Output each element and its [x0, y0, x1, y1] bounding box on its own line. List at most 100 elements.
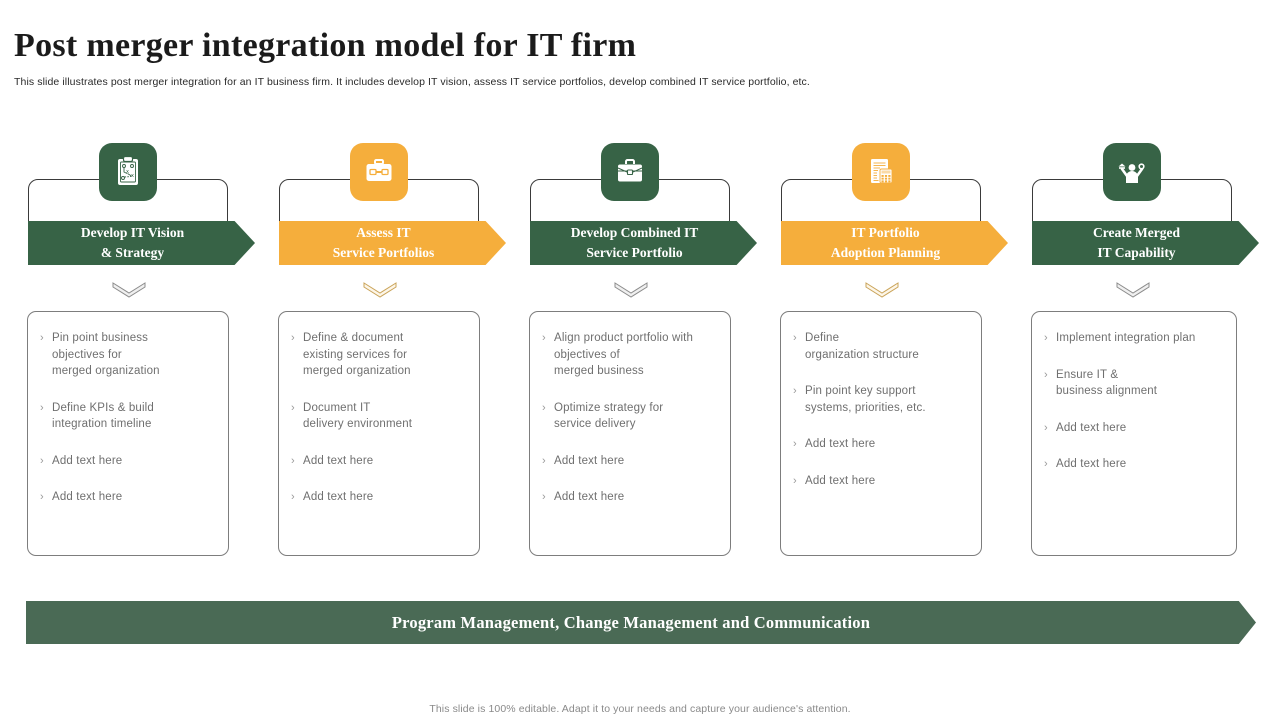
clipboard-strategy-icon: x x	[99, 143, 157, 201]
column-header-line2: & Strategy	[100, 245, 165, 260]
bullet-marker: ›	[40, 491, 44, 503]
list-item: › Define & document existing services fo…	[289, 330, 469, 380]
bullet-text: Add text here	[1056, 421, 1127, 434]
bullet-marker: ›	[40, 454, 44, 467]
bullet-marker: ›	[1044, 332, 1048, 344]
bullet-card: › Define organization structure › Pin po…	[780, 311, 982, 556]
bullet-card: › Define & document existing services fo…	[278, 311, 480, 556]
column-header-banner[interactable]: Create Merged IT Capability	[1032, 221, 1259, 265]
list-item: › Add text here	[1042, 456, 1226, 473]
bullet-text: Add text here	[303, 454, 374, 467]
chevron-down-icon	[361, 280, 399, 300]
bullet-marker: ›	[793, 438, 797, 450]
list-item: › Pin point business objectives for merg…	[38, 330, 218, 380]
bullet-marker: ›	[793, 474, 797, 487]
chevron-down-icon	[1114, 280, 1152, 300]
list-item: › Ensure IT & business alignment	[1042, 367, 1226, 400]
bullet-marker: ›	[40, 401, 44, 414]
person-achievement-icon	[1103, 143, 1161, 201]
list-item: › Pin point key support systems, priorit…	[791, 383, 971, 416]
bullet-text: Define KPIs & build integration timeline	[52, 401, 154, 431]
bullet-card: › Align product portfolio with objective…	[529, 311, 731, 556]
toolbox-icon	[350, 143, 408, 201]
bullet-text: Define & document existing services for …	[303, 332, 411, 377]
bullet-text: Implement integration plan	[1056, 332, 1196, 344]
process-columns: x x Develop IT Vision & Strategy › Pin p…	[0, 143, 1280, 568]
bullet-marker: ›	[542, 454, 546, 467]
bullet-text: Ensure IT & business alignment	[1056, 368, 1158, 398]
bullet-text: Pin point business objectives for merged…	[52, 332, 160, 377]
column-header-banner[interactable]: Develop IT Vision & Strategy	[28, 221, 255, 265]
bullet-text: Align product portfolio with objectives …	[554, 332, 694, 377]
bottom-banner[interactable]: Program Management, Change Management an…	[26, 601, 1256, 644]
page-subtitle: This slide illustrates post merger integ…	[14, 76, 810, 88]
process-column-1: x x Develop IT Vision & Strategy › Pin p…	[16, 143, 267, 568]
bullet-text: Pin point key support systems, prioritie…	[805, 385, 926, 414]
footer-note: This slide is 100% editable. Adapt it to…	[429, 703, 851, 715]
column-header-banner[interactable]: IT Portfolio Adoption Planning	[781, 221, 1008, 265]
list-item: › Align product portfolio with objective…	[540, 330, 720, 380]
process-column-2: Assess IT Service Portfolios › Define & …	[267, 143, 518, 568]
svg-text:x: x	[131, 173, 134, 179]
bullet-marker: ›	[793, 385, 797, 397]
list-item: › Add text here	[289, 453, 469, 470]
bullet-text: Optimize strategy for service delivery	[554, 401, 664, 431]
list-item: › Add text here	[791, 436, 971, 453]
process-column-3: Develop Combined IT Service Portfolio › …	[518, 143, 769, 568]
process-column-4: IT Portfolio Adoption Planning › Define …	[769, 143, 1020, 568]
list-item: › Add text here	[540, 453, 720, 470]
page-title: Post merger integration model for IT fir…	[14, 27, 637, 64]
document-calculator-icon	[852, 143, 910, 201]
bullet-marker: ›	[1044, 421, 1048, 434]
bullet-text: Add text here	[805, 438, 876, 450]
bullet-text: Add text here	[52, 454, 123, 467]
bullet-text: Add text here	[554, 491, 625, 503]
list-item: › Add text here	[791, 473, 971, 490]
list-item: › Add text here	[38, 489, 218, 506]
bullet-marker: ›	[291, 401, 295, 414]
bullet-marker: ›	[291, 491, 295, 503]
column-header-line1: Develop Combined IT	[570, 225, 699, 241]
list-item: › Add text here	[38, 453, 218, 470]
chevron-down-icon	[863, 280, 901, 300]
list-item: › Add text here	[1042, 420, 1226, 437]
bullet-card: › Implement integration plan › Ensure IT…	[1031, 311, 1237, 556]
column-header-line2: IT Capability	[1097, 245, 1176, 260]
column-header-line2: Service Portfolios	[332, 245, 435, 260]
list-item: › Define organization structure	[791, 330, 971, 363]
bullet-marker: ›	[542, 491, 546, 503]
briefcase-icon	[601, 143, 659, 201]
column-header-line2: Service Portfolio	[586, 245, 683, 260]
column-header-line1: IT Portfolio	[851, 225, 920, 241]
bullet-text: Add text here	[554, 454, 625, 467]
bullet-marker: ›	[1044, 458, 1048, 470]
bullet-card: › Pin point business objectives for merg…	[27, 311, 229, 556]
bullet-marker: ›	[793, 332, 797, 344]
svg-text:x: x	[126, 169, 129, 175]
bullet-text: Define organization structure	[805, 332, 919, 361]
column-header-line1: Create Merged	[1092, 225, 1181, 241]
column-header-line1: Assess IT	[356, 225, 411, 241]
bullet-marker: ›	[542, 332, 546, 344]
bullet-text: Add text here	[1056, 458, 1127, 470]
bullet-text: Add text here	[52, 491, 123, 503]
list-item: › Add text here	[540, 489, 720, 506]
bullet-text: Add text here	[805, 474, 876, 487]
list-item: › Define KPIs & build integration timeli…	[38, 400, 218, 433]
column-header-line2: Adoption Planning	[830, 245, 941, 260]
process-column-5: Create Merged IT Capability › Implement …	[1020, 143, 1271, 568]
bullet-marker: ›	[1044, 368, 1048, 381]
list-item: › Implement integration plan	[1042, 330, 1226, 347]
list-item: › Optimize strategy for service delivery	[540, 400, 720, 433]
chevron-down-icon	[110, 280, 148, 300]
list-item: › Document IT delivery environment	[289, 400, 469, 433]
column-header-banner[interactable]: Develop Combined IT Service Portfolio	[530, 221, 757, 265]
bullet-marker: ›	[40, 332, 44, 344]
bullet-text: Document IT delivery environment	[303, 401, 413, 431]
chevron-down-icon	[612, 280, 650, 300]
bullet-text: Add text here	[303, 491, 374, 503]
bullet-marker: ›	[542, 401, 546, 414]
bullet-marker: ›	[291, 454, 295, 467]
column-header-line1: Develop IT Vision	[80, 225, 185, 241]
column-header-banner[interactable]: Assess IT Service Portfolios	[279, 221, 506, 265]
